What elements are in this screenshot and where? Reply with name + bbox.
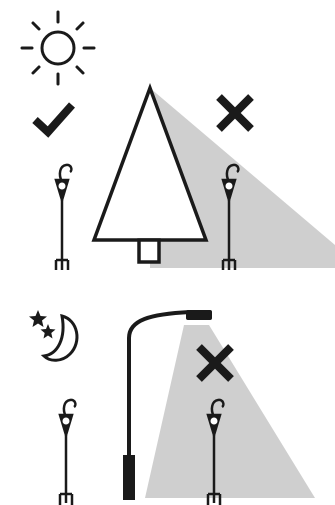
day-scene xyxy=(0,0,335,270)
check-icon xyxy=(35,105,72,132)
night-scene xyxy=(0,290,335,505)
night-scene-canvas xyxy=(0,290,335,505)
garden-stake-light-left xyxy=(60,400,75,505)
cross-icon xyxy=(219,97,251,129)
moon-stars-icon xyxy=(29,310,77,360)
sun-icon xyxy=(22,12,94,84)
day-scene-canvas xyxy=(0,0,335,270)
garden-stake-light-left xyxy=(56,165,71,270)
